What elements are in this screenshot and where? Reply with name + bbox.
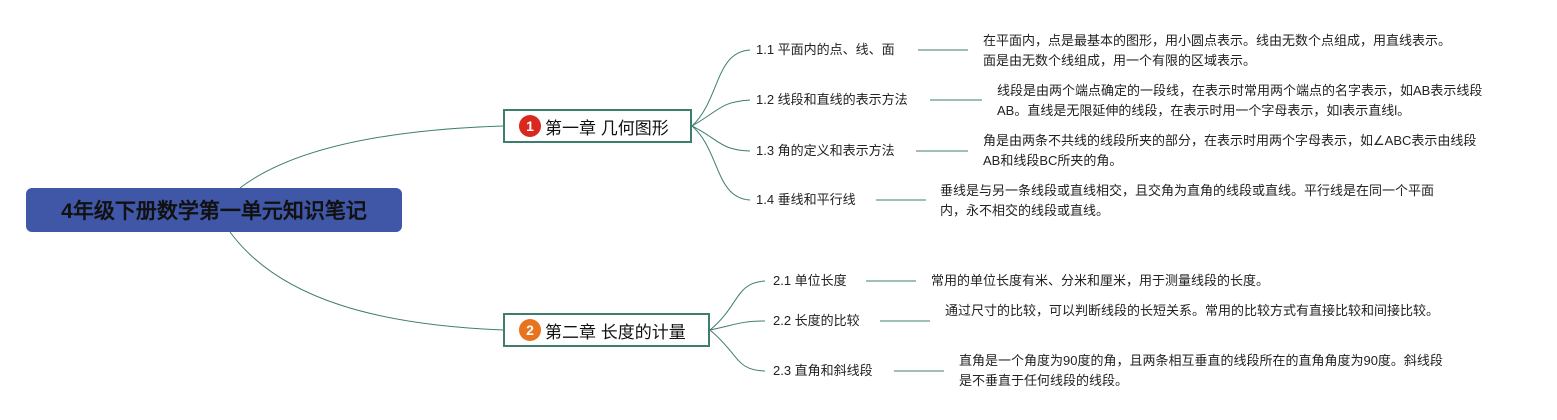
note-1-1: 在平面内，点是最基本的图形，用小圆点表示。线由无数个点组成，用直线表示。面是由无… bbox=[983, 33, 1452, 68]
connector-root-chapter-2 bbox=[229, 231, 504, 331]
note-2-1: 常用的单位长度有米、分米和厘米，用于测量线段的长度。 bbox=[931, 273, 1270, 288]
chapter-2-number-badge: 2 bbox=[519, 319, 541, 341]
connector-ch1-topic-4 bbox=[691, 125, 751, 201]
topic-2-2[interactable]: 2.2 长度的比较 bbox=[773, 313, 860, 328]
topic-2-1[interactable]: 2.1 单位长度 bbox=[773, 273, 847, 288]
topic-1-1[interactable]: 1.1 平面内的点、线、面 bbox=[756, 42, 895, 57]
chapter-2-title: 第二章 长度的计量 bbox=[545, 322, 686, 342]
root-title: 4年级下册数学第一单元知识笔记 bbox=[61, 200, 367, 223]
chapter-1-node[interactable]: 1 第一章 几何图形 bbox=[503, 109, 692, 143]
chapter-1-title: 第一章 几何图形 bbox=[545, 118, 669, 138]
note-1-4: 垂线是与另一条线段或直线相交，且交角为直角的线段或直线。平行线是在同一个平面内，… bbox=[940, 183, 1435, 218]
note-2-2: 通过尺寸的比较，可以判断线段的长短关系。常用的比较方式有直接比较和间接比较。 bbox=[945, 303, 1440, 318]
topic-2-3[interactable]: 2.3 直角和斜线段 bbox=[773, 363, 873, 378]
connector-ch2-topic-3 bbox=[709, 329, 766, 372]
connector-ch2-topic-2 bbox=[709, 320, 766, 331]
chapter-2-node[interactable]: 2 第二章 长度的计量 bbox=[503, 313, 710, 347]
note-1-2: 线段是由两个端点确定的一段线，在表示时常用两个端点的名字表示，如AB表示线段AB… bbox=[997, 83, 1483, 118]
topic-1-2[interactable]: 1.2 线段和直线的表示方法 bbox=[756, 92, 908, 107]
note-2-3: 直角是一个角度为90度的角，且两条相互垂直的线段所在的直角角度为90度。斜线段是… bbox=[959, 353, 1443, 388]
connector-ch1-topic-2 bbox=[691, 99, 751, 127]
connector-root-chapter-1 bbox=[239, 125, 504, 189]
connector-ch1-topic-3 bbox=[691, 125, 751, 152]
chapter-1-number-badge: 1 bbox=[519, 115, 541, 137]
connector-ch1-topic-1 bbox=[691, 49, 751, 127]
topic-1-4[interactable]: 1.4 垂线和平行线 bbox=[756, 192, 856, 207]
note-1-3: 角是由两条不共线的线段所夹的部分，在表示时用两个字母表示，如∠ABC表示由线段A… bbox=[983, 133, 1477, 168]
topic-1-3[interactable]: 1.3 角的定义和表示方法 bbox=[756, 143, 895, 158]
root-node[interactable]: 4年级下册数学第一单元知识笔记 bbox=[26, 188, 402, 232]
connector-ch2-topic-1 bbox=[709, 280, 766, 331]
